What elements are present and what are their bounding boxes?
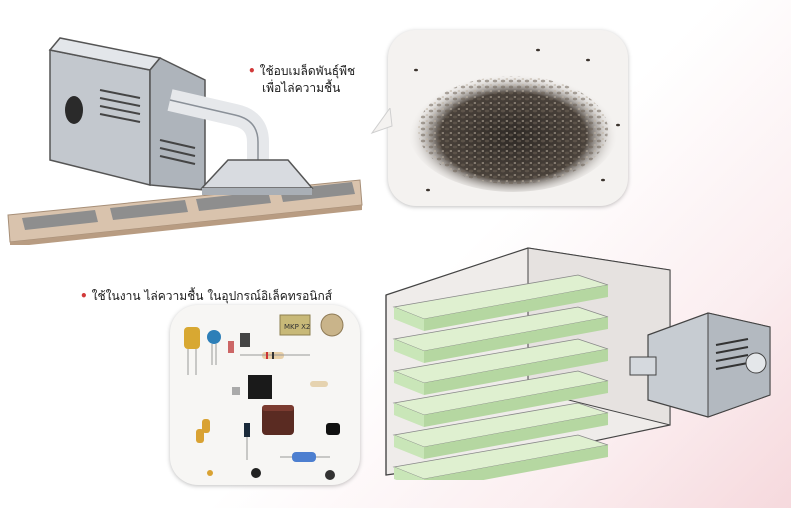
seed-drying-caption: •ใช้อบเมล็ดพันธุ์พืช เพื่อไล่ความชื้น <box>248 63 355 97</box>
seed-drying-line2: เพื่อไล่ความชื้น <box>262 81 341 95</box>
capacitor-box <box>279 314 311 336</box>
seed-photo <box>388 30 628 206</box>
ic-chip <box>248 375 272 399</box>
dryer-machine <box>48 37 314 195</box>
conveyor-dryer-illustration <box>7 37 363 245</box>
electronics-caption: •ใช้ในงาน ไล่ความชื้น ในอุปกรณ์อิเล็คทรอ… <box>80 288 332 305</box>
resistor-blue <box>292 452 316 462</box>
capacitor-blue <box>207 330 221 344</box>
capacitor-yellow <box>184 327 200 349</box>
bullet-icon: • <box>80 289 88 303</box>
drying-chamber-illustration <box>385 247 771 480</box>
bullet-icon: • <box>248 64 256 78</box>
conveyor-belt <box>7 179 363 245</box>
electronics-text: ใช้ในงาน ไล่ความชื้น ในอุปกรณ์อิเล็คทรอน… <box>91 289 333 303</box>
speech-bubble-tail <box>370 108 393 134</box>
capacitor-disc <box>320 313 344 337</box>
electrolytic-capacitor <box>262 405 294 435</box>
blower-unit <box>629 312 771 418</box>
seed-drying-line1: ใช้อบเมล็ดพันธุ์พืช <box>259 64 356 78</box>
electronic-components-photo: MKP X2 <box>170 305 360 485</box>
components-image: MKP X2 <box>184 313 344 480</box>
tray-stack <box>392 274 609 480</box>
seed-pile-image <box>408 48 620 192</box>
capacitor-box-label: MKP X2 <box>284 323 310 331</box>
